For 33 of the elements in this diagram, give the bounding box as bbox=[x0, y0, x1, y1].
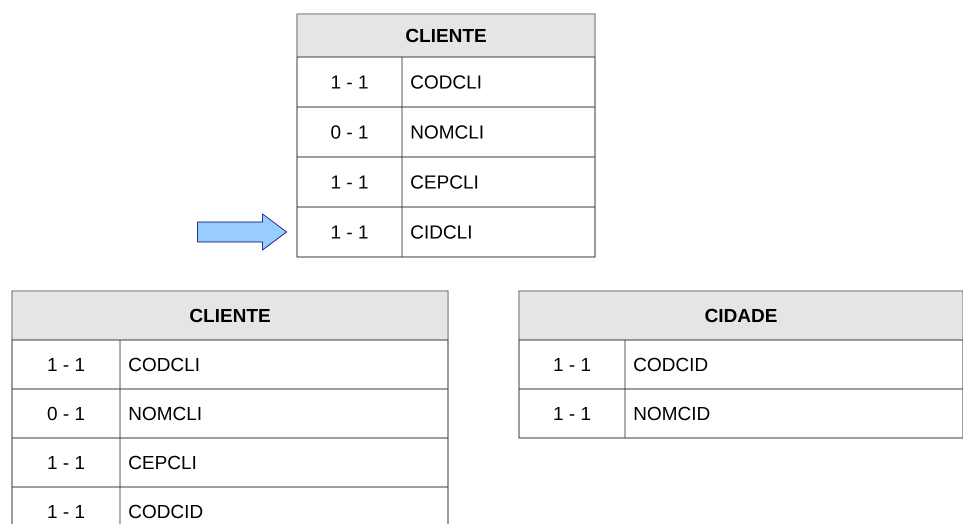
field-name: NOMCLI bbox=[412, 125, 482, 139]
cardinality: 1 - 1 bbox=[48, 504, 84, 518]
table-row bbox=[12, 486, 448, 524]
cardinality: 1 - 1 bbox=[554, 358, 590, 372]
table-row bbox=[12, 388, 448, 438]
cardinality: 1 - 1 bbox=[332, 75, 368, 89]
table-row bbox=[12, 438, 448, 488]
field-name: CEPCLI bbox=[129, 456, 196, 470]
field-name: CODCID bbox=[129, 504, 202, 518]
field-name: CODCLI bbox=[129, 358, 198, 372]
table-row bbox=[296, 156, 596, 208]
table-heading: CIDADE bbox=[705, 308, 777, 322]
table-row bbox=[12, 340, 448, 390]
field-name: NOMCLI bbox=[130, 406, 200, 420]
table-heading: CLIENTE bbox=[406, 28, 486, 42]
cardinality: 1 - 1 bbox=[332, 225, 368, 239]
table-row bbox=[296, 206, 596, 258]
cardinality: 0 - 1 bbox=[48, 406, 84, 420]
field-name: CEPCLI bbox=[411, 175, 478, 189]
field-name: NOMCID bbox=[634, 406, 710, 420]
table-row bbox=[518, 388, 963, 438]
cardinality: 1 - 1 bbox=[332, 175, 368, 189]
cardinality: 1 - 1 bbox=[48, 358, 84, 372]
table-row bbox=[518, 340, 963, 390]
cardinality: 1 - 1 bbox=[554, 406, 590, 420]
table-row bbox=[296, 106, 596, 158]
cardinality: 1 - 1 bbox=[48, 456, 84, 470]
field-name: CIDCLI bbox=[411, 225, 471, 239]
table-heading: CLIENTE bbox=[190, 308, 270, 322]
table-row bbox=[296, 56, 596, 108]
cardinality: 0 - 1 bbox=[331, 125, 368, 139]
field-name: CODCID bbox=[634, 358, 708, 372]
field-name: CODCLI bbox=[411, 75, 480, 89]
